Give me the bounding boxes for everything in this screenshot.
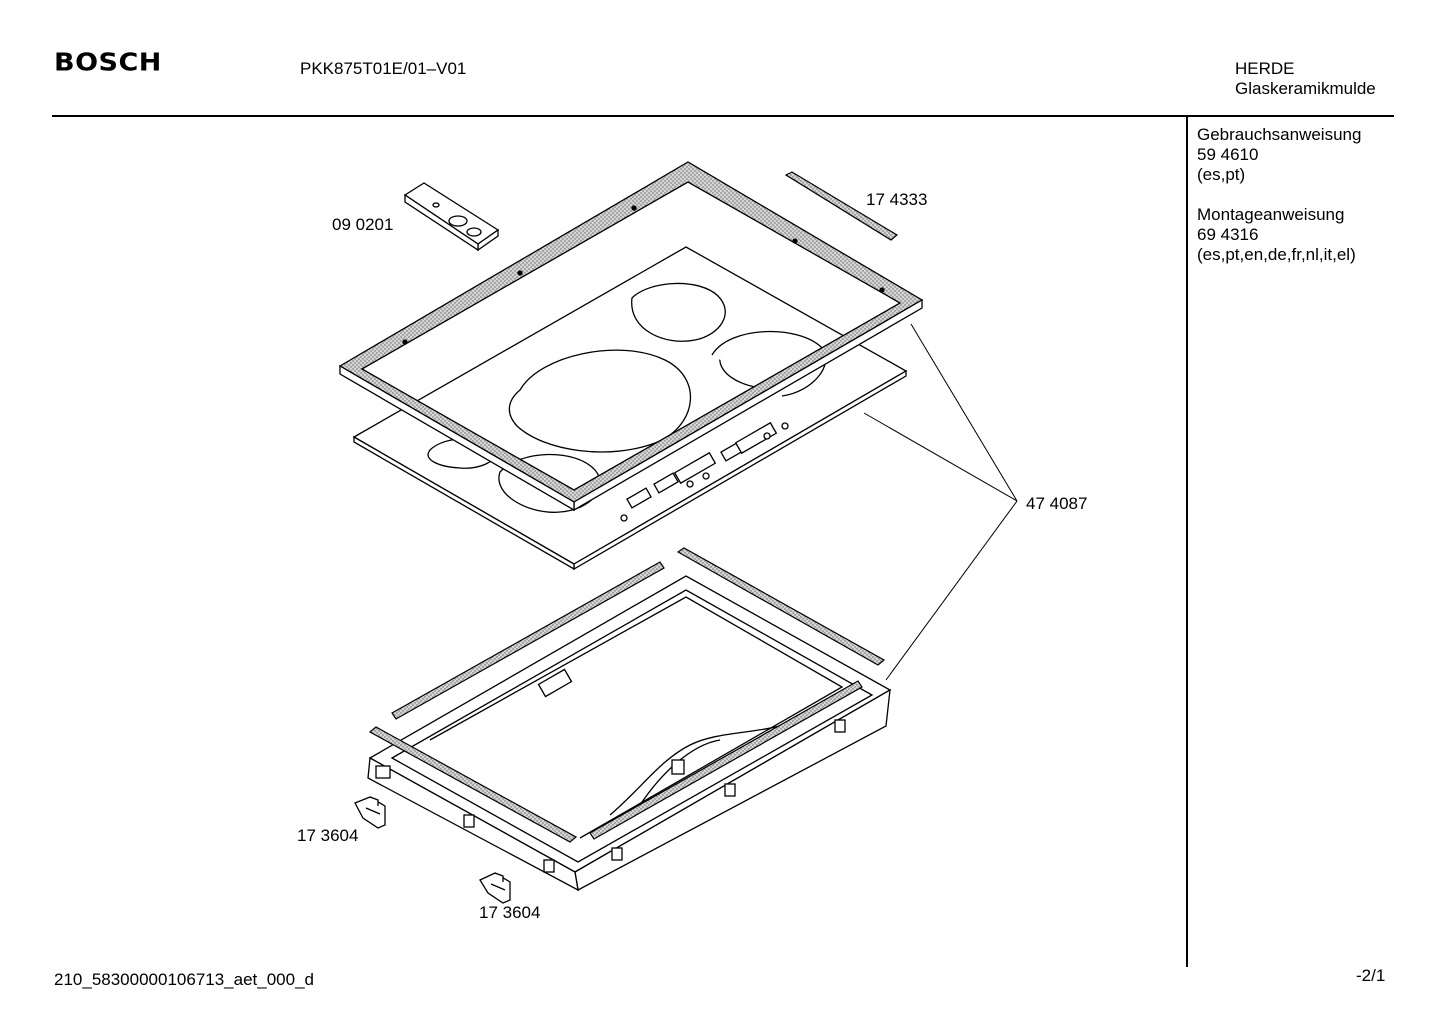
mounting-bracket-part [403,182,500,252]
sidebar-divider [1186,117,1188,967]
manual-languages: (es,pt) [1197,165,1246,184]
manual-title: Gebrauchsanweisung [1197,125,1362,144]
clip-part-bottom [479,872,511,904]
leader-lines-474087 [863,323,1018,681]
part-label-174333: 17 4333 [866,190,928,209]
bottom-seal-strips [368,547,886,843]
subcategory: Glaskeramikmulde [1235,79,1376,98]
drawing-id: 210_58300000106713_aet_000_d [54,970,314,989]
install-title: Montageanweisung [1197,205,1345,224]
part-label-090201: 09 0201 [332,215,394,234]
install-number: 69 4316 [1197,225,1259,244]
manual-number: 59 4610 [1197,145,1259,164]
top-frame-part [338,161,924,512]
category-block: HERDE Glaskeramikmulde [1235,59,1376,99]
header-divider [52,115,1394,117]
brand-logo: BOSCH [54,48,162,77]
model-number: PKK875T01E/01–V01 [300,59,467,78]
part-label-474087: 47 4087 [1026,494,1088,513]
part-label-173604-bottom: 17 3604 [479,903,541,922]
category: HERDE [1235,59,1295,78]
seal-strip-top-part [784,171,899,241]
clip-part-left [354,796,386,829]
page-number: -2/1 [1356,966,1386,985]
install-languages: (es,pt,en,de,fr,nl,it,el) [1197,245,1356,264]
part-label-173604-left: 17 3604 [297,826,359,845]
documentation-sidebar: Gebrauchsanweisung 59 4610 (es,pt) Monta… [1197,125,1361,265]
glass-ceramic-panel [352,246,908,571]
